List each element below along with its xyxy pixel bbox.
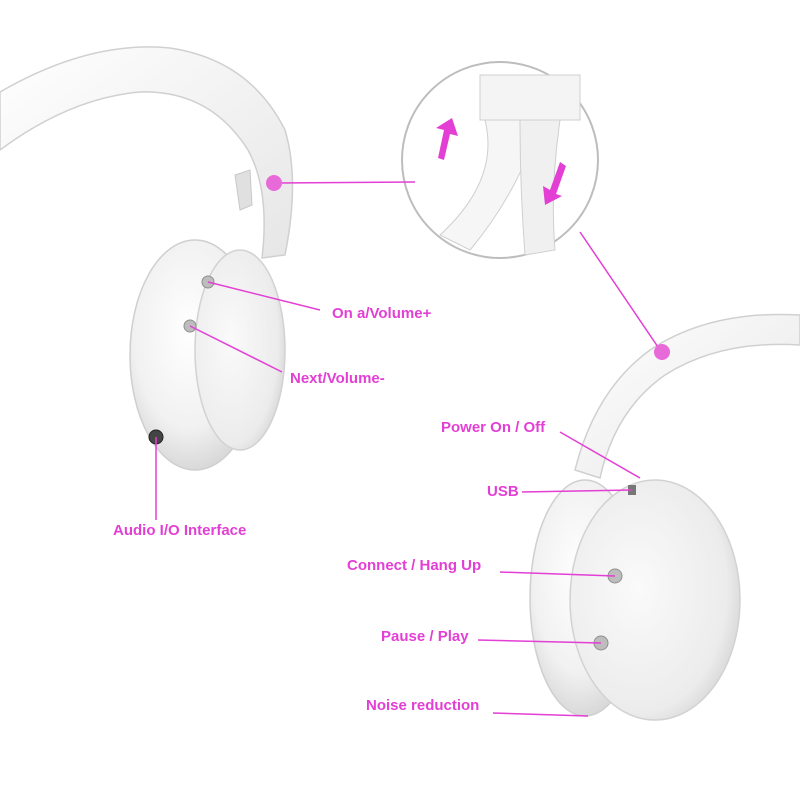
left-headphone: [0, 46, 294, 471]
right-ear-pad: [569, 479, 741, 721]
left-headband: [0, 46, 294, 259]
label-usb: USB: [487, 483, 519, 500]
callout-dot-right: [654, 344, 670, 360]
label-next-volume-down: Next/Volume-: [290, 370, 385, 387]
callout-dot-left: [266, 175, 282, 191]
label-audio-io: Audio I/O Interface: [113, 522, 247, 539]
fold-arrow-down-icon: [543, 162, 566, 205]
label-connect: Connect / Hang Up: [347, 557, 482, 574]
label-noise: Noise reduction: [366, 697, 480, 714]
left-ear-pad: [194, 249, 286, 451]
right-headband: [574, 313, 800, 479]
callout-lines: [155, 181, 661, 717]
label-on-volume-up: On a/Volume+: [332, 305, 432, 322]
right-headphone: [529, 313, 800, 721]
label-power: Power On / Off: [441, 419, 546, 436]
fold-detail-zoom: [401, 61, 599, 259]
fold-arrow-up-icon: [436, 118, 458, 160]
label-pause: Pause / Play: [381, 628, 469, 645]
